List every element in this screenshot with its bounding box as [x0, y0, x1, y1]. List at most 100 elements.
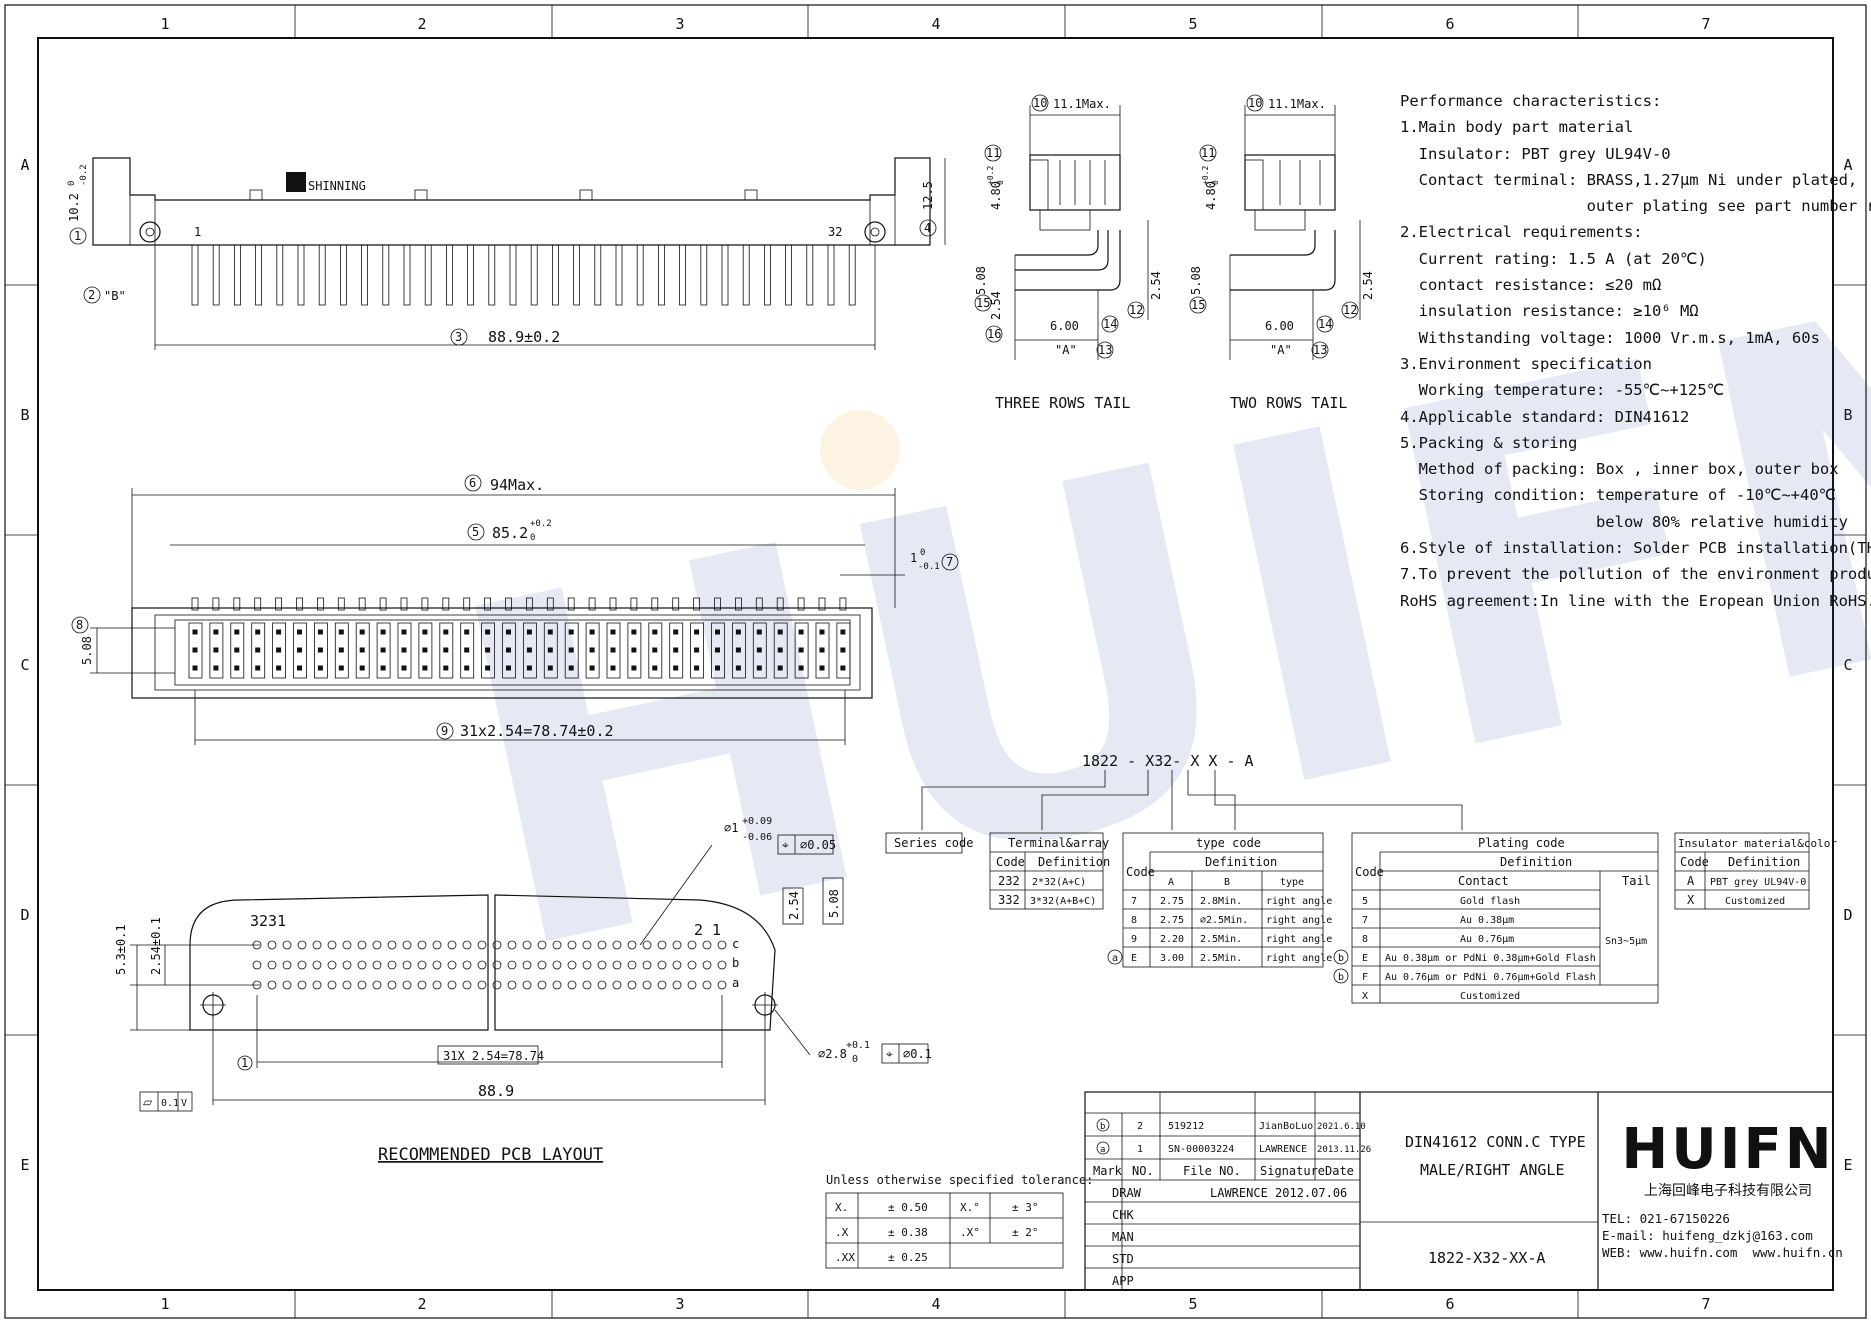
front-view: 6 94Max. 5 85.2 +0.2 0 1 0 -0.1 7 8 5.08… — [71, 474, 959, 745]
contact-dot — [673, 647, 679, 653]
pcb-hole — [582, 960, 592, 970]
tail-height-tol-lower: 0 — [1211, 180, 1220, 185]
pcb-hole — [627, 960, 637, 970]
contact-pin — [403, 244, 411, 306]
dim-height-tol-upper: 0 — [67, 181, 77, 186]
contact-cavity — [836, 622, 851, 679]
callout: 16 — [987, 327, 1001, 341]
pcb-hole — [477, 960, 487, 970]
pcb-hole — [297, 940, 307, 950]
pcb-hole — [507, 960, 517, 970]
pin-tip — [442, 597, 450, 611]
contact-dot — [735, 665, 741, 671]
callout: 10 — [1248, 96, 1262, 110]
contact-cavity — [188, 622, 203, 679]
pcb-hole — [372, 980, 382, 990]
terminal-cell: 3*32(A+B+C) — [1030, 896, 1096, 907]
contact-dot — [547, 629, 553, 635]
pin-tip — [212, 597, 220, 611]
contact-pin — [530, 244, 538, 306]
type-header: type — [1280, 877, 1304, 888]
performance-line: Withstanding voltage: 1000 Vr.m.s, 1mA, … — [1400, 328, 1820, 347]
position-tol-icon: ⌖ — [782, 838, 789, 852]
pcb-hole — [717, 940, 727, 950]
contact-dot — [255, 629, 261, 635]
pin-tip — [358, 597, 366, 611]
pin-tip — [714, 597, 721, 611]
tail-dim-c: 6.00 — [1265, 319, 1294, 333]
tail-height-tol-upper: +0.2 — [1201, 166, 1210, 185]
pcb-hole — [357, 960, 367, 970]
pcb-hole — [477, 940, 487, 950]
contact-dot — [192, 629, 198, 635]
pcb-hole — [702, 980, 712, 990]
contact-dot — [526, 665, 532, 671]
type-code-cell: 2.20 — [1160, 934, 1184, 945]
contact-dot — [422, 647, 428, 653]
pcb-hole — [447, 980, 457, 990]
approval-label: DRAW — [1112, 1186, 1142, 1200]
callout: 13 — [1313, 343, 1327, 357]
hole-tol-upper: +0.09 — [742, 816, 772, 827]
contact-cavity — [313, 622, 328, 679]
revision-no: 1 — [1137, 1144, 1143, 1155]
revision-date: 2021.6.10 — [1317, 1122, 1366, 1132]
pcb-dim-254: 2.54 — [787, 891, 801, 920]
tolerance-cell: ± 0.25 — [888, 1251, 928, 1264]
contact-pin — [361, 244, 369, 306]
contact-dot — [840, 665, 846, 671]
tail-view-two-rows: 10 11.1Max. 11 4.80 +0.2 0 5.08 15 6.00 … — [1189, 94, 1375, 412]
pcb-hole — [252, 960, 262, 970]
contact-cavity — [564, 622, 579, 679]
pcb-hole — [657, 980, 667, 990]
type-header: Code — [1126, 865, 1155, 879]
pcb-hole — [267, 960, 277, 970]
pin-tip — [567, 597, 575, 611]
pcb-hole — [672, 940, 682, 950]
callout: 6 — [469, 476, 476, 490]
contact-dot — [401, 629, 407, 635]
contact-cavity — [230, 622, 245, 679]
tail-height-tol-lower: 0 — [996, 180, 1005, 185]
callout: 14 — [1318, 317, 1332, 331]
row-label: D — [1843, 906, 1852, 924]
tail-a-label: "A" — [1270, 343, 1292, 357]
pin-tip — [463, 597, 471, 611]
contact-dot — [464, 629, 470, 635]
draw-value: LAWRENCE 2012.07.06 — [1210, 1186, 1347, 1200]
tail-dim-right: 2.54 — [1149, 271, 1163, 300]
type-code-cell: 2.75 — [1160, 896, 1184, 907]
pcb-hole — [612, 960, 622, 970]
dim-height-tol-lower: -0.2 — [79, 164, 89, 186]
contact-cavity — [815, 622, 830, 679]
pcb-hole — [687, 980, 697, 990]
row-labels-left: A B C D E — [20, 156, 29, 1174]
revision-mark: b — [1100, 1122, 1105, 1132]
pin-tip — [337, 597, 345, 611]
contact-dot — [380, 665, 386, 671]
pcb-hole — [657, 960, 667, 970]
type-code-cell: E — [1131, 953, 1137, 964]
contact-dot — [276, 647, 282, 653]
terminal-header: Definition — [1038, 855, 1110, 869]
contact-dot — [756, 629, 762, 635]
pcb-hole — [492, 940, 502, 950]
contact-dot — [798, 647, 804, 653]
pcb-hole — [357, 980, 367, 990]
pcb-hole — [597, 960, 607, 970]
callout: 1 — [241, 1056, 248, 1070]
column-ticks — [5, 5, 1866, 1318]
contact-cavity — [209, 622, 224, 679]
insulator-cell: PBT grey UL94V-0 — [1710, 877, 1806, 888]
pcb-hole — [597, 980, 607, 990]
approval-label: CHK — [1112, 1208, 1134, 1222]
pcb-hole — [342, 960, 352, 970]
contact-dot — [798, 665, 804, 671]
contact-cavity — [773, 622, 788, 679]
dim-inner-tol-lower: 0 — [530, 533, 535, 543]
dim-gap-tol-lower: -0.1 — [918, 562, 940, 572]
contact-pin — [785, 244, 792, 306]
pin-tip — [379, 597, 387, 611]
contact-dot — [297, 647, 302, 653]
